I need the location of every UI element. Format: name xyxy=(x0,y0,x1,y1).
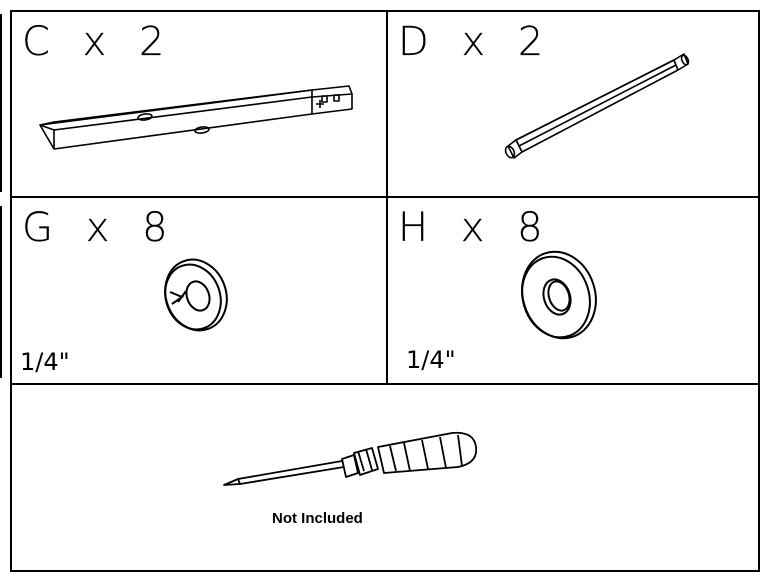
part-g-split-lock-washer-icon xyxy=(12,198,386,383)
parts-table-frame xyxy=(10,10,760,572)
part-d-square-rod-icon xyxy=(388,12,758,196)
part-c-label: C x 2 xyxy=(22,19,175,65)
not-included-note: Not Included xyxy=(272,510,363,527)
row-divider-1 xyxy=(10,196,760,198)
row-divider-2 xyxy=(10,383,760,385)
part-g-size: 1/4" xyxy=(20,348,70,376)
part-cell-c: C x 2 xyxy=(12,12,386,196)
part-h-flat-washer-icon xyxy=(388,198,758,383)
part-c-long-tube-icon xyxy=(12,12,386,196)
part-h-label: H x 8 xyxy=(398,205,553,251)
part-cell-g: G x 8 1/4" xyxy=(12,198,386,383)
column-divider xyxy=(386,10,388,385)
part-cell-d: D x 2 xyxy=(388,12,758,196)
left-edge-mark-bottom xyxy=(0,206,2,378)
part-h-size: 1/4" xyxy=(406,346,456,374)
part-g-label: G x 8 xyxy=(22,205,178,251)
left-edge-mark-top xyxy=(0,14,2,192)
part-d-label: D x 2 xyxy=(398,19,554,65)
tool-cell: Not Included xyxy=(12,385,758,570)
phillips-screwdriver-icon xyxy=(12,385,758,570)
part-cell-h: H x 8 1/4" xyxy=(388,198,758,383)
